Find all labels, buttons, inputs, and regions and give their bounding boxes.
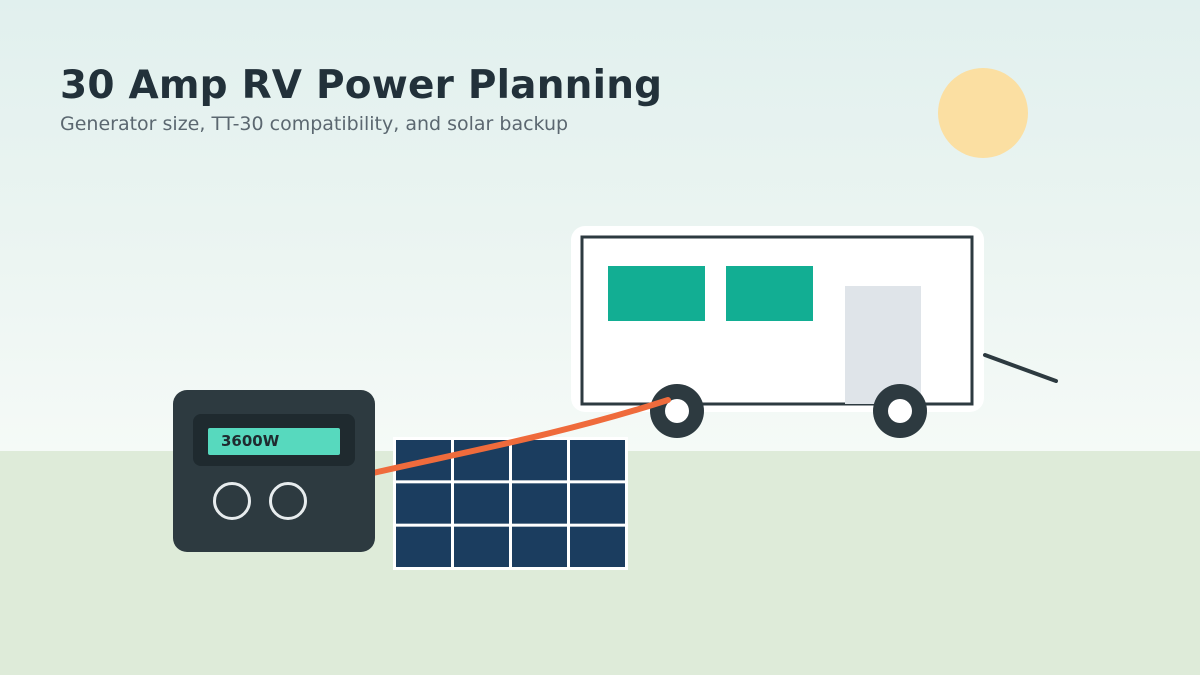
solar-panel-cell (570, 526, 625, 567)
solar-panel-cell (570, 483, 625, 524)
rv-wheel (873, 384, 927, 438)
solar-panel-icon (393, 437, 628, 570)
rv-window (608, 266, 705, 321)
sun-icon (938, 68, 1028, 158)
generator-outlet (269, 482, 307, 520)
solar-panel-cell (454, 526, 509, 567)
solar-panel-cell (512, 483, 567, 524)
rv-wheel (650, 384, 704, 438)
generator-icon: 3600W (173, 390, 375, 552)
solar-panel-cell (512, 440, 567, 481)
generator-screen: 3600W (193, 414, 355, 466)
generator-wattage-display: 3600W (208, 428, 340, 455)
page-subtitle: Generator size, TT-30 compatibility, and… (60, 113, 569, 135)
rv-trailer-icon (571, 226, 1058, 438)
solar-panel-cell (454, 483, 509, 524)
page-title: 30 Amp RV Power Planning (60, 63, 663, 108)
rv-window (726, 266, 813, 321)
solar-panel-cell (396, 483, 451, 524)
rv-door (845, 286, 921, 404)
rv-hitch (983, 353, 1058, 383)
solar-panel-cell (570, 440, 625, 481)
solar-panel-cell (512, 526, 567, 567)
solar-panel-cell (396, 526, 451, 567)
power-cable-icon (370, 397, 671, 476)
generator-outlet (213, 482, 251, 520)
